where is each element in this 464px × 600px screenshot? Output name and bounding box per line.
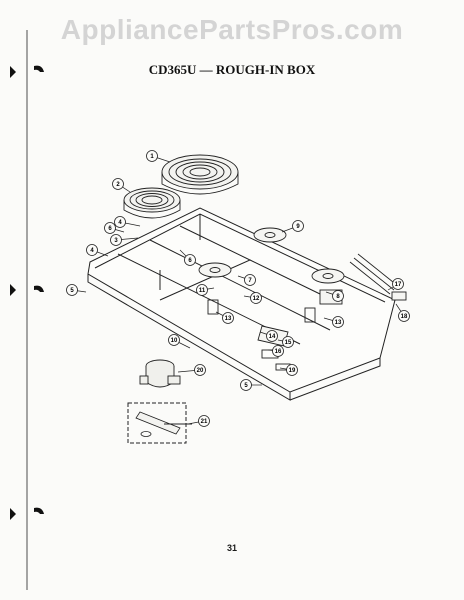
mounting-rings — [198, 227, 345, 284]
callout-14: 14 — [259, 330, 278, 342]
callout-number: 7 — [248, 278, 252, 284]
callout-4: 4 — [114, 216, 141, 228]
diagram-title: CD365U — ROUGH-IN BOX — [148, 62, 316, 77]
callout-6: 6 — [179, 249, 196, 266]
callout-number: 10 — [171, 338, 178, 344]
callout-number: 9 — [296, 224, 300, 230]
callout-18: 18 — [395, 303, 410, 322]
callout-number: 5 — [70, 288, 74, 294]
burner-small — [123, 187, 181, 219]
callout-8: 8 — [325, 290, 344, 302]
callout-number: 16 — [275, 349, 282, 355]
gas-regulator — [139, 359, 181, 388]
rough-in-box — [87, 207, 396, 401]
callout-10: 10 — [168, 334, 191, 349]
callout-number: 8 — [336, 294, 340, 300]
callout-1: 1 — [146, 150, 171, 163]
callout-16: 16 — [267, 345, 284, 357]
callout-21: 21 — [187, 415, 210, 427]
callout-number: 1 — [150, 154, 154, 160]
callout-number: 5 — [244, 383, 248, 389]
callout-number: 13 — [335, 320, 342, 326]
callout-19: 19 — [279, 364, 298, 376]
callout-number: 15 — [285, 340, 292, 346]
callout-7: 7 — [237, 274, 256, 286]
callout-4: 4 — [86, 244, 109, 257]
callout-number: 12 — [253, 296, 260, 302]
burner-large — [161, 154, 239, 195]
callout-number: 20 — [197, 368, 204, 374]
callout-number: 19 — [289, 368, 296, 374]
callout-9: 9 — [281, 220, 304, 233]
callout-number: 6 — [108, 226, 112, 232]
callout-number: 13 — [225, 316, 232, 322]
parts-kit-box — [127, 402, 192, 444]
callout-5: 5 — [240, 379, 262, 391]
callout-5: 5 — [66, 284, 87, 296]
callout-11: 11 — [196, 284, 215, 296]
callout-number: 18 — [401, 314, 408, 320]
callout-number: 3 — [114, 238, 118, 244]
callout-3: 3 — [110, 234, 139, 246]
callout-13: 13 — [215, 311, 234, 324]
watermark: AppliancePartsPros.com — [60, 14, 404, 45]
callout-number: 6 — [188, 258, 192, 264]
callout-13: 13 — [323, 316, 344, 328]
callout-number: 21 — [201, 419, 208, 425]
callout-number: 2 — [116, 182, 120, 188]
callout-15: 15 — [277, 336, 294, 348]
callout-number: 4 — [118, 220, 122, 226]
callout-number: 14 — [269, 334, 276, 340]
callout-number: 17 — [395, 282, 402, 288]
callout-17: 17 — [387, 278, 404, 291]
callout-number: 11 — [199, 288, 206, 294]
page-number: 31 — [226, 543, 237, 553]
callout-2: 2 — [112, 178, 131, 193]
callout-20: 20 — [177, 364, 206, 376]
callout-6: 6 — [104, 222, 125, 234]
binding-marks — [10, 65, 44, 520]
callout-number: 4 — [90, 248, 94, 254]
callout-12: 12 — [243, 292, 262, 304]
